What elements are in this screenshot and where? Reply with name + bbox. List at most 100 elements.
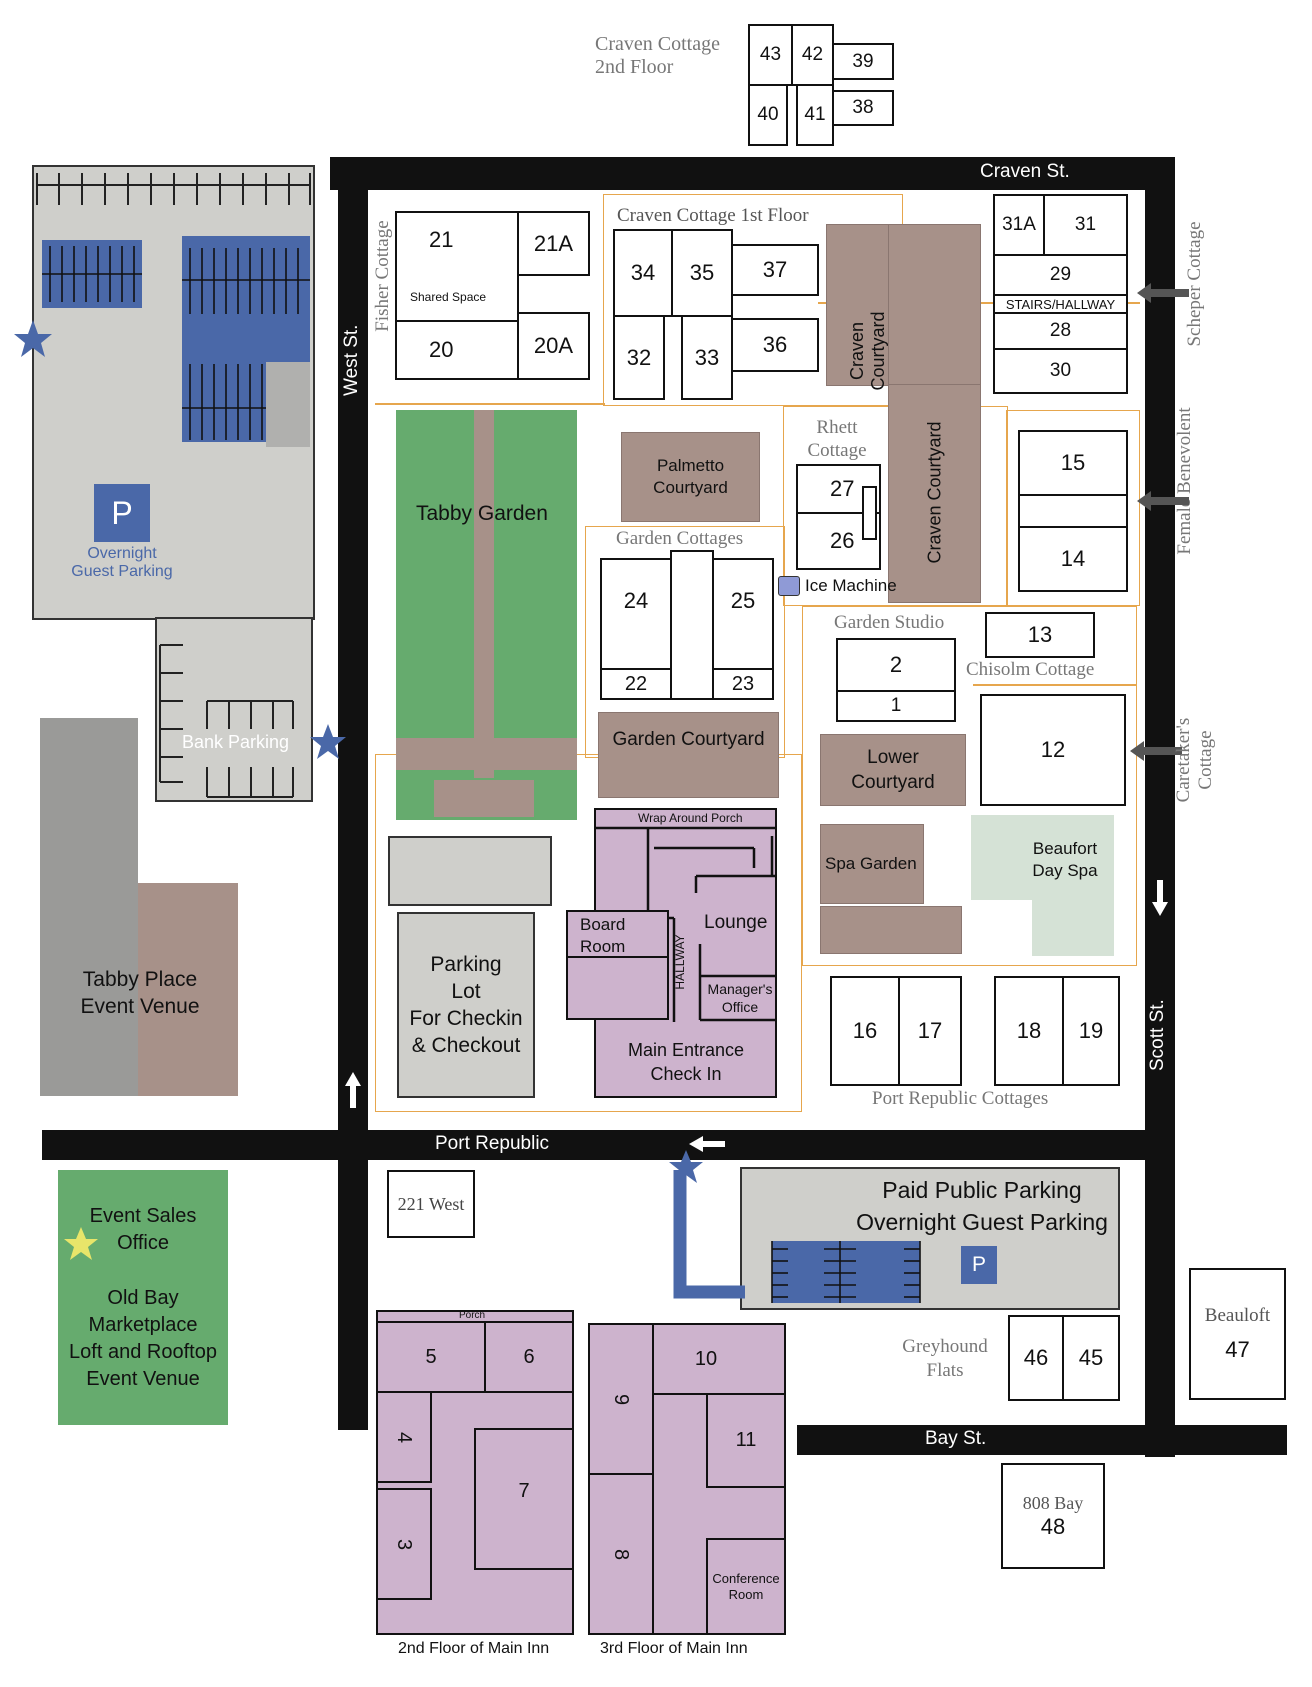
room-35[interactable]: 35 bbox=[671, 229, 733, 317]
arrow-left-port-republic-icon bbox=[689, 1136, 725, 1152]
room-12[interactable]: 12 bbox=[980, 694, 1126, 806]
tabby-place-grey bbox=[40, 718, 138, 1096]
room-14[interactable]: 14 bbox=[1018, 526, 1128, 592]
room-22[interactable]: 22 bbox=[600, 668, 672, 700]
room-40[interactable]: 40 bbox=[748, 84, 788, 146]
room-34[interactable]: 34 bbox=[613, 229, 673, 317]
room-37[interactable]: 37 bbox=[731, 244, 819, 296]
room-28[interactable]: 28 bbox=[993, 312, 1128, 350]
craven-courtyard-label: Craven Courtyard bbox=[924, 421, 945, 564]
room-46[interactable]: 46 bbox=[1008, 1315, 1064, 1401]
room-31[interactable]: 31 bbox=[1043, 194, 1128, 256]
room-23[interactable]: 23 bbox=[712, 668, 774, 700]
room-45[interactable]: 45 bbox=[1062, 1315, 1120, 1401]
grey-pad bbox=[388, 836, 552, 906]
room-43[interactable]: 43 bbox=[748, 24, 793, 86]
room-41[interactable]: 41 bbox=[796, 84, 834, 146]
board-room-divider bbox=[566, 956, 669, 958]
walking-path bbox=[673, 1170, 745, 1299]
star-parking-entrance-icon bbox=[669, 1150, 703, 1183]
room-18[interactable]: 18 bbox=[994, 976, 1064, 1086]
room-31a[interactable]: 31A bbox=[993, 194, 1045, 256]
room-25[interactable]: 25 bbox=[712, 558, 774, 670]
spa-garden[interactable]: Spa Garden bbox=[820, 824, 924, 904]
lower-courtyard[interactable]: Lower Courtyard bbox=[820, 734, 966, 806]
bank-parking-lot[interactable] bbox=[155, 617, 313, 802]
room-2[interactable]: 2 bbox=[836, 638, 956, 692]
garden-courtyard[interactable]: Garden Courtyard bbox=[598, 712, 779, 798]
tabby-garden-label: Tabby Garden bbox=[416, 502, 548, 525]
room-30[interactable]: 30 bbox=[993, 348, 1128, 394]
room-26[interactable]: 26 bbox=[796, 512, 881, 570]
room-48: 48 bbox=[1040, 1513, 1066, 1539]
road-bay-st bbox=[797, 1425, 1287, 1455]
building-221-west[interactable]: 221 West bbox=[387, 1170, 475, 1238]
room-21a[interactable]: 21A bbox=[517, 211, 590, 276]
tabby-garden-path-bottom bbox=[434, 780, 534, 817]
room-3[interactable]: 3 bbox=[376, 1488, 432, 1600]
room-5[interactable]: 5 bbox=[376, 1321, 486, 1393]
wrap-around-porch-label: Wrap Around Porch bbox=[638, 811, 743, 825]
managers-office-label: Manager's Office bbox=[707, 981, 773, 1015]
parking-stalls-top bbox=[36, 173, 311, 205]
room-15[interactable]: 15 bbox=[1018, 430, 1128, 496]
building-808-bay[interactable]: 808 Bay 48 bbox=[1001, 1463, 1105, 1569]
craven-1st-floor-title: Craven Cottage 1st Floor bbox=[617, 205, 809, 226]
ice-machine-icon bbox=[778, 576, 800, 596]
road-port-republic bbox=[42, 1130, 1175, 1160]
east-boundary bbox=[802, 606, 1137, 966]
parking-stalls-blue-1 bbox=[42, 246, 142, 302]
palmetto-courtyard[interactable]: Palmetto Courtyard bbox=[621, 432, 760, 522]
room-8[interactable]: 8 bbox=[588, 1473, 654, 1635]
room-29[interactable]: 29 bbox=[993, 254, 1128, 296]
beaufort-day-spa-top[interactable] bbox=[971, 815, 1114, 900]
room-9[interactable]: 9 bbox=[588, 1323, 654, 1475]
craven-courtyard-small[interactable] bbox=[826, 224, 981, 386]
room-24[interactable]: 24 bbox=[600, 558, 672, 670]
rhett-stair bbox=[862, 486, 877, 540]
room-11[interactable]: 11 bbox=[706, 1393, 786, 1488]
beaufort-day-spa-bottom bbox=[1032, 898, 1114, 956]
overnight-guest-parking-label: Overnight Guest Parking bbox=[71, 545, 173, 580]
female-benevolent-title: Female Benevolent bbox=[1174, 407, 1195, 555]
room-36[interactable]: 36 bbox=[731, 318, 819, 372]
room-38[interactable]: 38 bbox=[832, 90, 894, 126]
room-19[interactable]: 19 bbox=[1062, 976, 1120, 1086]
tabby-place-label[interactable]: Tabby Place Event Venue bbox=[80, 968, 200, 1018]
caretaker-boundary bbox=[973, 684, 1137, 686]
inn-2nd-porch-label: Porch bbox=[459, 1310, 486, 1321]
room-13[interactable]: 13 bbox=[985, 612, 1095, 658]
room-20[interactable]: 20 bbox=[395, 320, 519, 380]
building-beauloft[interactable]: Beauloft 47 bbox=[1189, 1268, 1286, 1400]
room-6[interactable]: 6 bbox=[484, 1321, 574, 1393]
room-16[interactable]: 16 bbox=[830, 976, 900, 1086]
craven-courtyard-large[interactable] bbox=[888, 384, 981, 603]
room-7[interactable]: 7 bbox=[474, 1428, 574, 1570]
old-bay-marketplace[interactable]: Event Sales Office Old Bay Marketplace L… bbox=[58, 1170, 228, 1425]
room-20a[interactable]: 20A bbox=[517, 312, 590, 380]
room-17[interactable]: 17 bbox=[898, 976, 962, 1086]
room-42[interactable]: 42 bbox=[791, 24, 834, 86]
stairs-hallway: STAIRS/HALLWAY bbox=[993, 294, 1128, 314]
room-1[interactable]: 1 bbox=[836, 690, 956, 722]
beaufort-day-spa-label: Beaufort Day Spa bbox=[1032, 839, 1098, 880]
board-room-label: Board Room bbox=[580, 915, 626, 956]
star-bank-parking-icon bbox=[310, 724, 346, 759]
fisher-boundary bbox=[375, 403, 605, 405]
conference-room[interactable]: Conference Room bbox=[706, 1538, 786, 1635]
room-21[interactable]: 21 bbox=[395, 211, 519, 271]
arrow-caretaker-icon bbox=[1130, 741, 1182, 761]
garden-cottages-middle bbox=[670, 550, 714, 700]
lounge-label: Lounge bbox=[704, 912, 768, 933]
craven-courtyard-small-label: Craven Courtyard bbox=[847, 311, 888, 391]
shared-space[interactable]: Shared Space bbox=[395, 269, 519, 325]
scott-st-label: Scott St. bbox=[1147, 999, 1168, 1071]
room-15-hall bbox=[1018, 494, 1128, 528]
parking-lot-checkin[interactable]: Parking Lot For Checkin & Checkout bbox=[397, 912, 535, 1098]
room-33[interactable]: 33 bbox=[681, 315, 733, 400]
room-4[interactable]: 4 bbox=[376, 1391, 432, 1483]
board-room[interactable] bbox=[566, 910, 669, 1020]
room-32[interactable]: 32 bbox=[613, 315, 665, 400]
west-st-label: West St. bbox=[341, 324, 362, 396]
room-39[interactable]: 39 bbox=[832, 43, 894, 80]
